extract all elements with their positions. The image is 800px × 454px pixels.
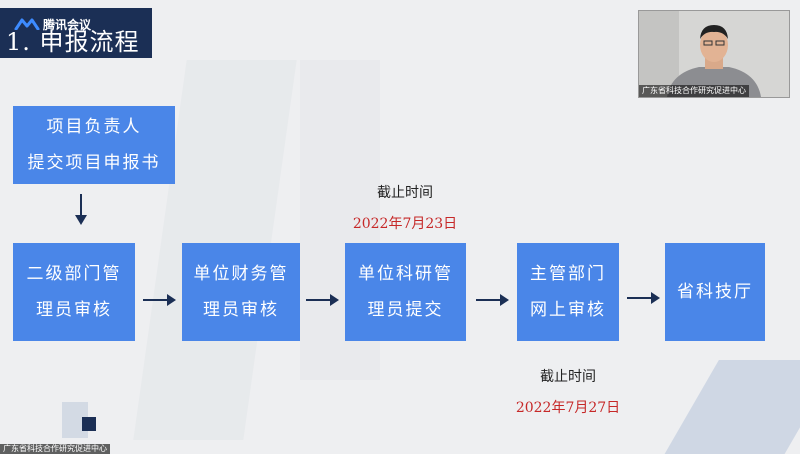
deadline-bottom-date: 2022年7月27日: [515, 400, 621, 416]
step-line2: 理员提交: [367, 300, 444, 320]
step-box-4: 主管部门 网上审核: [517, 243, 619, 341]
step-line2: 理员审核: [36, 300, 112, 320]
start-box-line1: 项目负责人: [46, 117, 142, 137]
step-line2: 网上审核: [530, 300, 606, 320]
video-caption: 广东省科技合作研究促进中心: [639, 85, 749, 97]
slide-title-bar: 腾讯会议 1. 申报流程: [0, 8, 152, 58]
bottom-caption: 广东省科技合作研究促进中心: [0, 444, 110, 454]
participant-video-tile[interactable]: 广东省科技合作研究促进中心: [638, 10, 790, 98]
deadline-top-date: 2022年7月23日: [352, 216, 458, 232]
deadline-bottom-label: 截止时间: [540, 369, 596, 385]
down-arrow-icon: [75, 194, 87, 225]
step-line2: 理员审核: [203, 300, 279, 320]
step-line1: 省科技厅: [677, 282, 753, 302]
slide-title: 1. 申报流程: [6, 28, 140, 56]
background-decoration: [661, 360, 800, 454]
step-line1: 单位财务管: [193, 264, 289, 284]
step-box-5: 省科技厅: [665, 243, 765, 341]
right-arrow-icon: [306, 294, 339, 306]
decorative-square: [82, 417, 96, 431]
step-line1: 单位科研管: [358, 264, 453, 284]
start-box-line2: 提交项目申报书: [27, 153, 161, 173]
right-arrow-icon: [627, 292, 660, 304]
step-box-3: 单位科研管 理员提交: [345, 243, 466, 341]
step-line1: 二级部门管: [26, 264, 122, 284]
start-box: 项目负责人 提交项目申报书: [13, 106, 175, 184]
right-arrow-icon: [476, 294, 509, 306]
step-box-1: 二级部门管 理员审核: [13, 243, 135, 341]
step-line1: 主管部门: [530, 264, 606, 284]
app-name: 腾讯会议: [43, 17, 92, 32]
app-badge: 腾讯会议: [14, 16, 91, 32]
tencent-meeting-logo-icon: [14, 18, 40, 30]
step-box-2: 单位财务管 理员审核: [182, 243, 300, 341]
right-arrow-icon: [143, 294, 176, 306]
deadline-top-label: 截止时间: [377, 185, 433, 201]
